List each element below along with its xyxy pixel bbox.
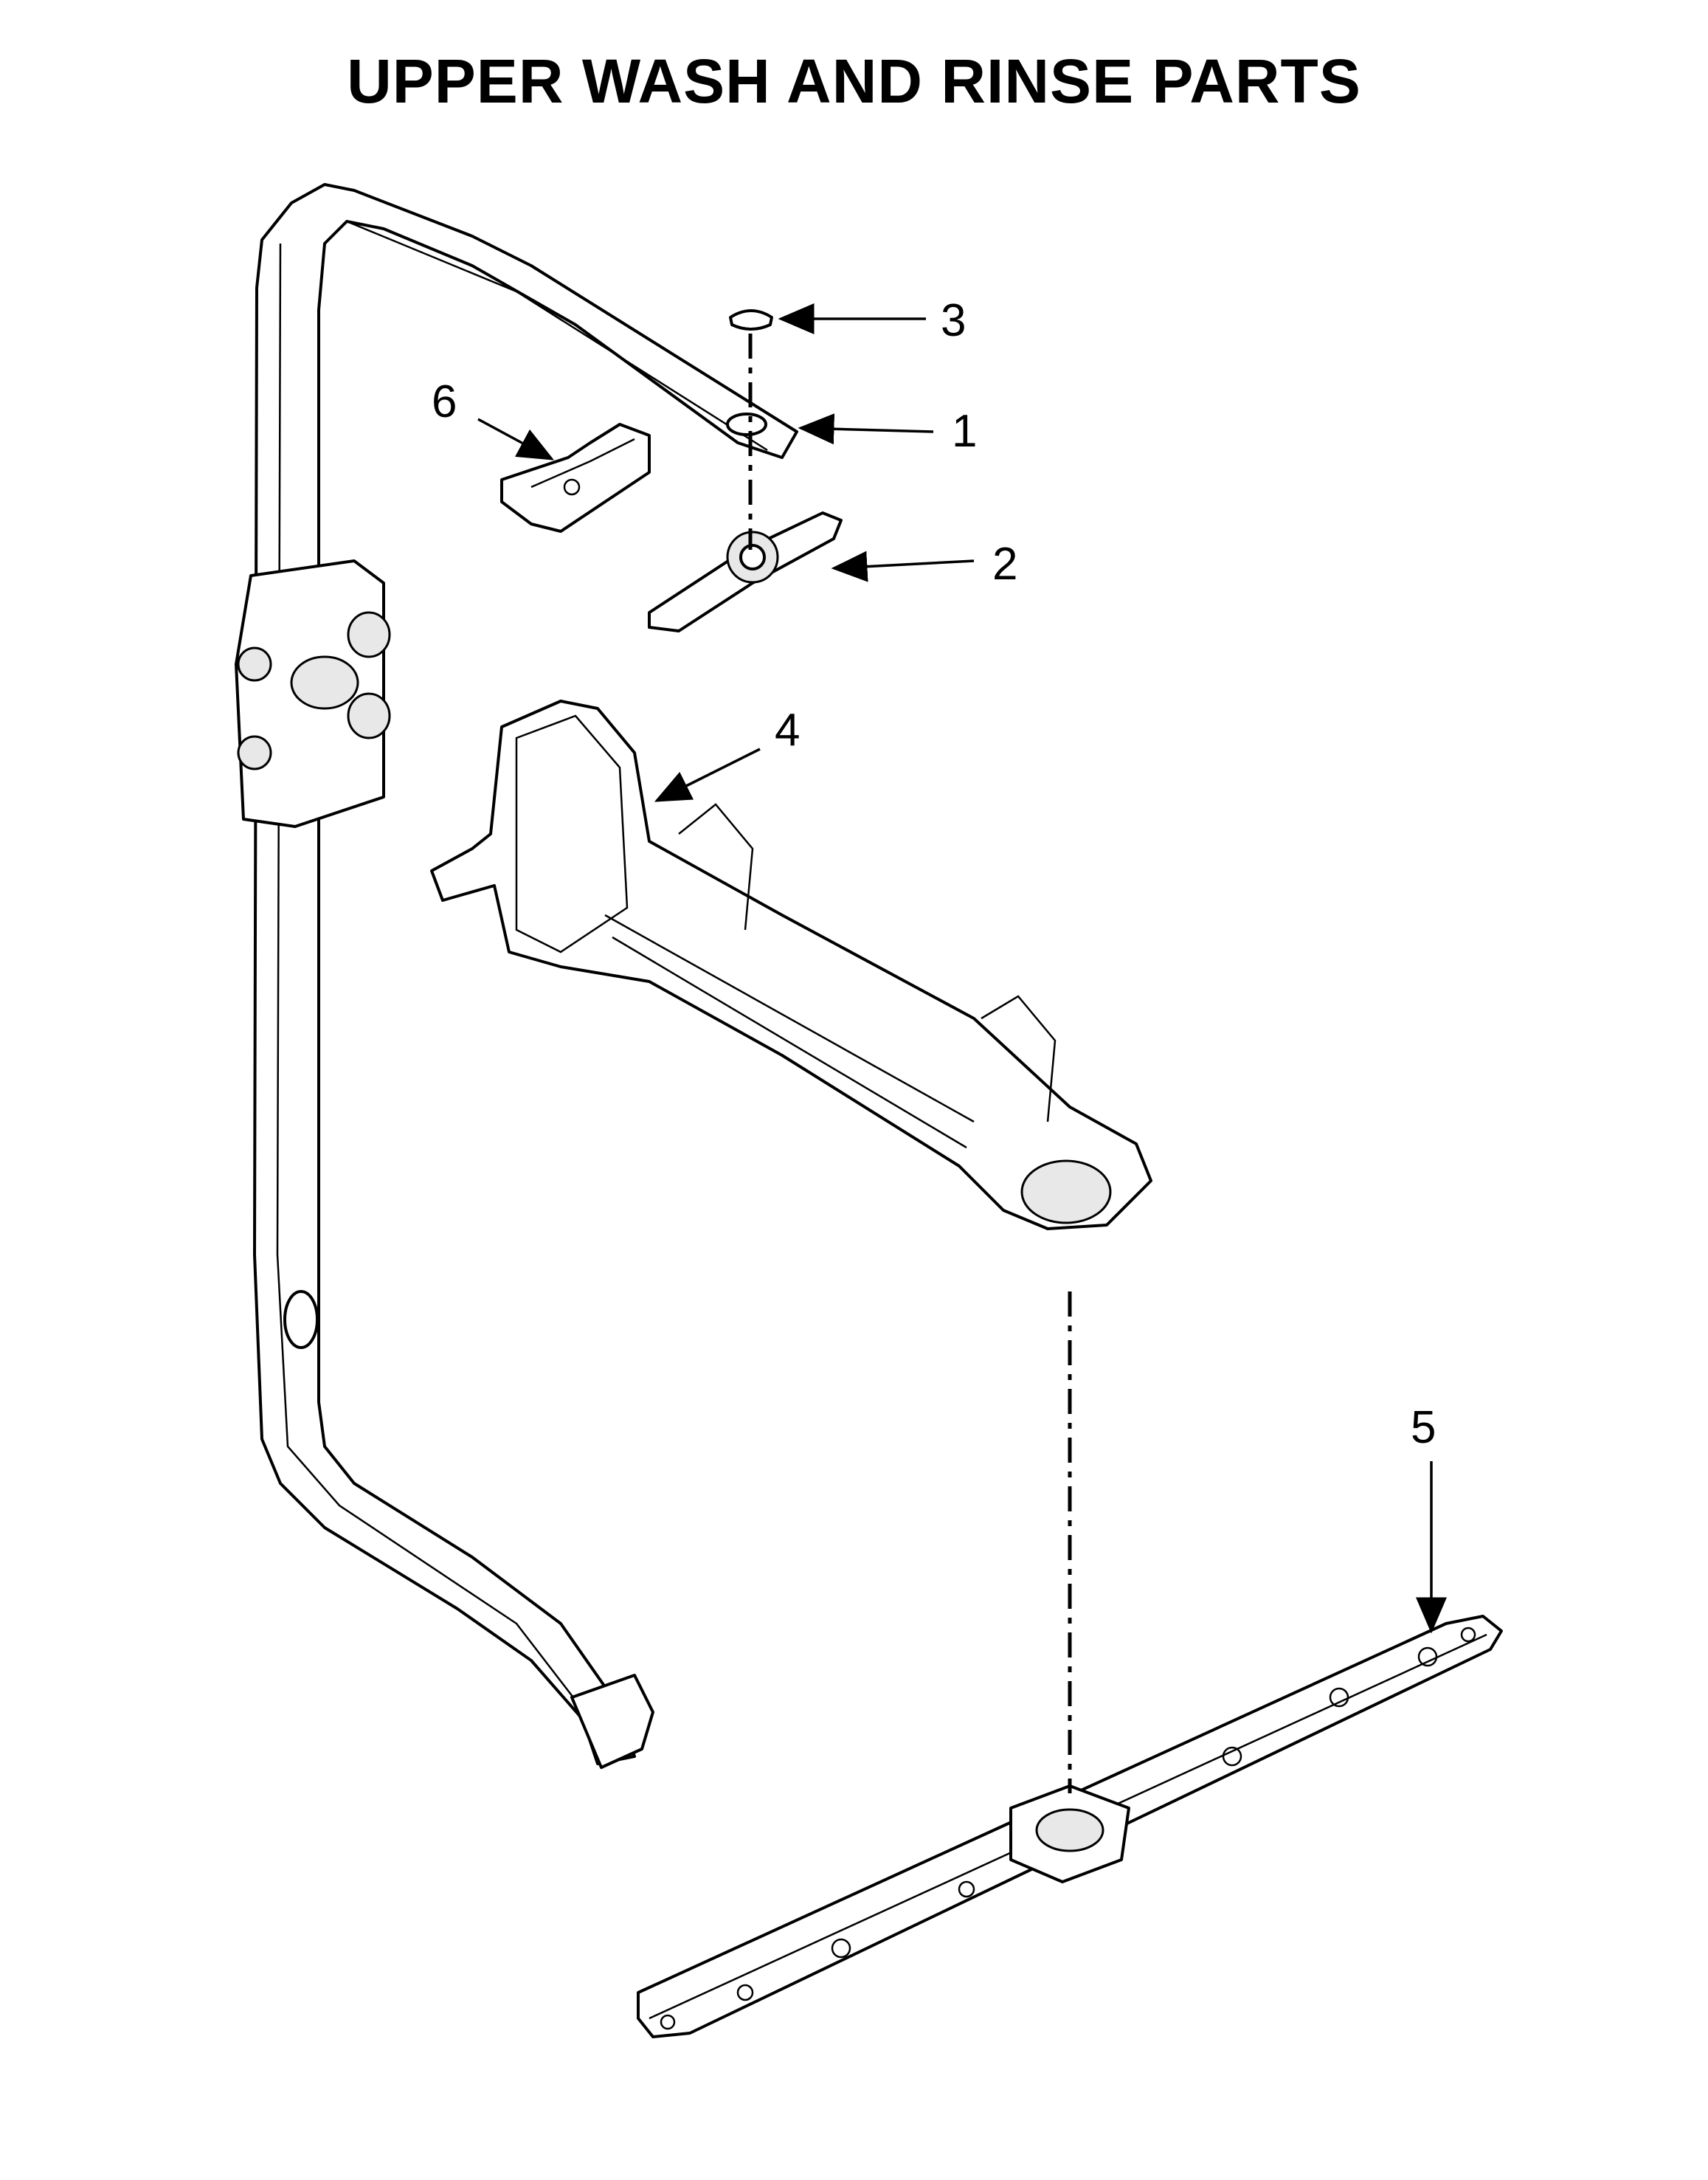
callout-6: 6: [432, 376, 457, 427]
leader-2: [831, 551, 975, 582]
callout-1: 1: [952, 406, 977, 457]
part-2-hub-plate: [648, 511, 843, 632]
callout-4: 4: [775, 705, 800, 756]
supply-tube: [235, 183, 798, 1769]
leader-6: [477, 418, 555, 461]
part-6-bracket: [500, 423, 651, 533]
leader-4: [654, 748, 761, 802]
part-5-spray-arm: [637, 1615, 1503, 2038]
leader-1: [798, 413, 934, 445]
part-1-tube-end: [726, 413, 767, 436]
diagram-title: UPPER WASH AND RINSE PARTS: [347, 46, 1361, 116]
part-3-cap: [729, 309, 773, 331]
callout-3: 3: [941, 295, 966, 346]
callout-2: 2: [992, 539, 1017, 590]
part-4-manifold: [430, 700, 1152, 1230]
callout-5: 5: [1411, 1402, 1436, 1453]
